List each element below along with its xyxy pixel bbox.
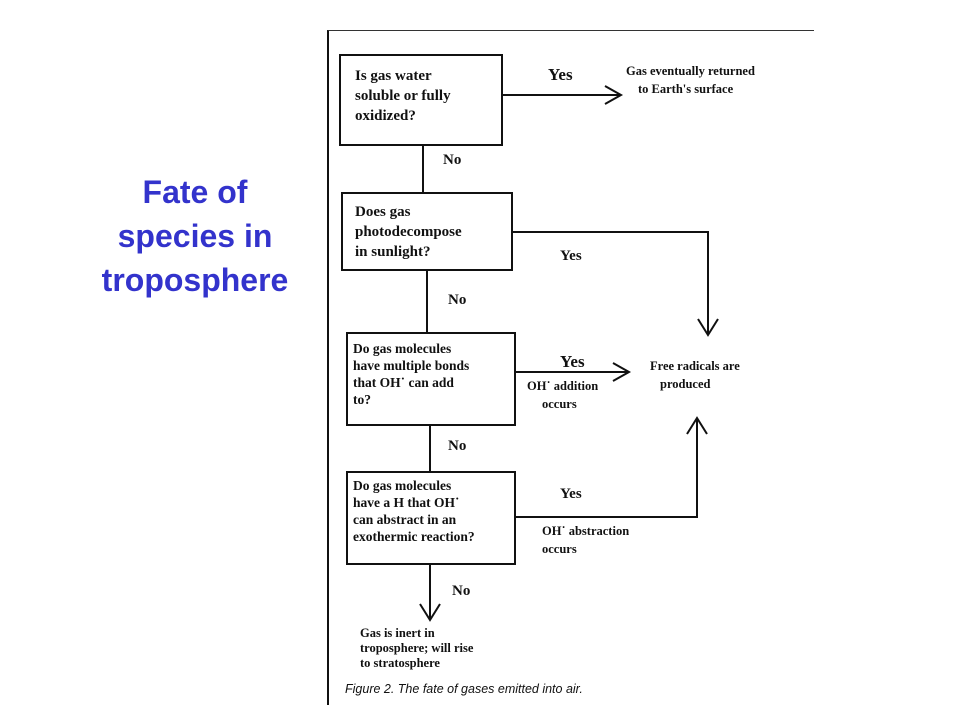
question-4-text: Do gas molecules have a H that OH˙ can a… — [353, 478, 475, 544]
no-label-2: No — [448, 292, 466, 308]
yes-label-1: Yes — [548, 65, 573, 84]
outcome-surface-text: Gas eventually returned to Earth's surfa… — [626, 64, 758, 96]
no-label-1: No — [443, 152, 461, 168]
outcome-radicals-text: Free radicals are produced — [650, 359, 743, 391]
no-label-4: No — [452, 583, 470, 599]
arrowhead-radicals-top — [697, 318, 719, 337]
oh-addition-text: OH˙ addition occurs — [527, 379, 601, 411]
slide-title-line: troposphere — [101, 262, 289, 298]
question-box-1 — [339, 54, 503, 146]
yes-label-3: Yes — [560, 352, 585, 371]
yes-label-4: Yes — [560, 486, 582, 502]
question-3-text: Do gas molecules have multiple bonds tha… — [353, 341, 473, 407]
arrowhead-radicals-mid — [612, 362, 632, 382]
slide-title-line: species in — [117, 218, 273, 254]
outcome-inert-text: Gas is inert in troposphere; will rise t… — [360, 626, 477, 670]
yes-label-2: Yes — [560, 248, 582, 264]
question-1-text: Is gas water soluble or fully oxidized? — [355, 68, 454, 124]
slide-title-line: Fate of — [142, 174, 248, 210]
arrowhead-radicals-bottom — [686, 416, 708, 435]
slide-title: Fate of species in troposphere — [70, 170, 320, 302]
oh-abstraction-text: OH˙ abstraction occurs — [542, 524, 632, 556]
arrow-yes-4 — [515, 420, 698, 518]
arrowhead-inert — [419, 603, 441, 622]
question-2-text: Does gas photodecompose in sunlight? — [355, 204, 465, 260]
figure-panel — [327, 30, 814, 705]
figure-caption: Figure 2. The fate of gases emitted into… — [345, 682, 583, 696]
arrow-yes-2 — [512, 231, 709, 333]
no-label-3: No — [448, 438, 466, 454]
arrowhead-surface — [604, 85, 624, 105]
